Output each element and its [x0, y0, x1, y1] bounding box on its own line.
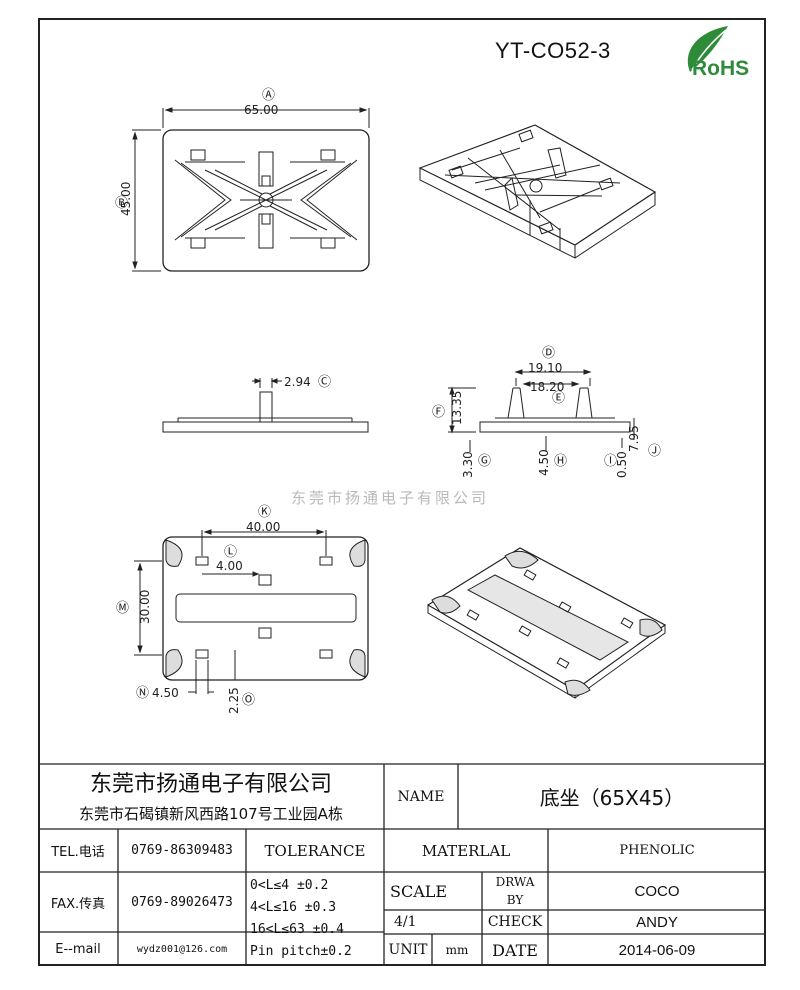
svg-text:2.94: 2.94	[284, 375, 311, 389]
svg-text:4.00: 4.00	[216, 559, 243, 573]
title-block-grid	[38, 763, 766, 966]
dim-b	[132, 129, 161, 272]
bottom-view	[134, 529, 369, 694]
svg-text:Ⓐ: Ⓐ	[262, 88, 275, 103]
dim-a	[162, 107, 370, 128]
tolerance-pin-pitch: Pin pitch±0.2	[250, 943, 352, 959]
company-address: 东莞市石碣镇新风西路107号工业园A栋	[79, 804, 343, 823]
svg-text:7.95: 7.95	[627, 425, 641, 452]
side-view	[162, 378, 369, 433]
watermark: 东莞市扬通电子有限公司	[291, 489, 490, 507]
svg-text:0.50: 0.50	[615, 451, 629, 478]
name-label: NAME	[397, 788, 445, 805]
scale-value: 4/1	[394, 914, 417, 930]
title-block: 东莞市扬通电子有限公司 东莞市石碣镇新风西路107号工业园A栋 NAME 底坐（…	[38, 764, 766, 966]
svg-text:2.25: 2.25	[227, 687, 241, 714]
scale-label: SCALE	[390, 881, 448, 901]
iso-bottom-view	[426, 547, 667, 699]
svg-text:4.50: 4.50	[152, 686, 179, 700]
svg-text:19.10: 19.10	[528, 361, 562, 375]
tolerance-label: TOLERANCE	[264, 841, 366, 860]
svg-text:Ⓘ: Ⓘ	[604, 454, 617, 469]
svg-text:Ⓗ: Ⓗ	[554, 454, 567, 469]
svg-text:Ⓞ: Ⓞ	[242, 693, 255, 708]
tolerance-range-3: 16<L≤63 ±0.4	[250, 921, 344, 937]
tolerance-range-1: 0<L≤4 ±0.2	[250, 877, 329, 893]
tel-number: 0769-86309483	[131, 843, 233, 858]
svg-text:4.50: 4.50	[537, 449, 551, 476]
date-label: DATE	[492, 940, 538, 960]
check-label: CHECK	[487, 914, 543, 930]
svg-text:Ⓔ: Ⓔ	[552, 391, 565, 406]
svg-text:18.20: 18.20	[530, 380, 564, 394]
email-label: E--mail	[55, 941, 101, 957]
date-value: 2014-06-09	[618, 941, 696, 959]
drawn-by-label-line1: DRWA	[495, 874, 535, 889]
company-name: 东莞市扬通电子有限公司	[89, 772, 332, 797]
svg-text:3.30: 3.30	[461, 451, 475, 478]
unit-label: UNIT	[388, 942, 428, 958]
svg-text:Ⓜ: Ⓜ	[116, 601, 129, 616]
svg-text:Ⓒ: Ⓒ	[318, 375, 331, 390]
fax-number: 0769-89026473	[131, 894, 233, 910]
front-view	[448, 369, 635, 452]
fax-label: FAX.传真	[50, 896, 106, 912]
drawn-by-value: COCO	[634, 882, 680, 900]
svg-text:Ⓑ: Ⓑ	[115, 196, 128, 211]
part-number-title: YT-CO52-3	[495, 38, 611, 63]
svg-text:13.35: 13.35	[450, 391, 464, 425]
svg-text:40.00: 40.00	[246, 520, 280, 534]
tel-label: TEL.电话	[51, 845, 105, 860]
top-view	[162, 129, 370, 272]
material-value: PHENOLIC	[619, 843, 695, 858]
drawn-by-label-line2: BY	[506, 893, 524, 907]
svg-text:45.00: 45.00	[119, 182, 133, 216]
svg-text:RoHS: RoHS	[692, 57, 749, 80]
svg-text:Ⓛ: Ⓛ	[224, 545, 237, 560]
email-address: wydz001@126.com	[136, 943, 228, 955]
svg-text:30.00: 30.00	[138, 590, 152, 624]
svg-text:Ⓓ: Ⓓ	[542, 346, 555, 361]
material-label: MATERLAL	[421, 841, 511, 860]
checked-by-value: ANDY	[636, 913, 678, 931]
rohs-logo-icon: RoHS	[687, 26, 749, 80]
part-name: 底坐（65X45）	[539, 786, 685, 810]
drawing-frame	[38, 18, 766, 966]
svg-text:Ⓖ: Ⓖ	[478, 454, 491, 469]
svg-text:Ⓙ: Ⓙ	[648, 444, 661, 459]
svg-text:65.00: 65.00	[244, 103, 278, 117]
unit-value: mm	[445, 943, 469, 957]
iso-top-view	[418, 124, 657, 259]
svg-text:Ⓝ: Ⓝ	[136, 686, 149, 701]
svg-text:Ⓚ: Ⓚ	[258, 505, 271, 520]
tolerance-range-2: 4<L≤16 ±0.3	[250, 899, 337, 915]
svg-text:Ⓕ: Ⓕ	[432, 405, 445, 420]
